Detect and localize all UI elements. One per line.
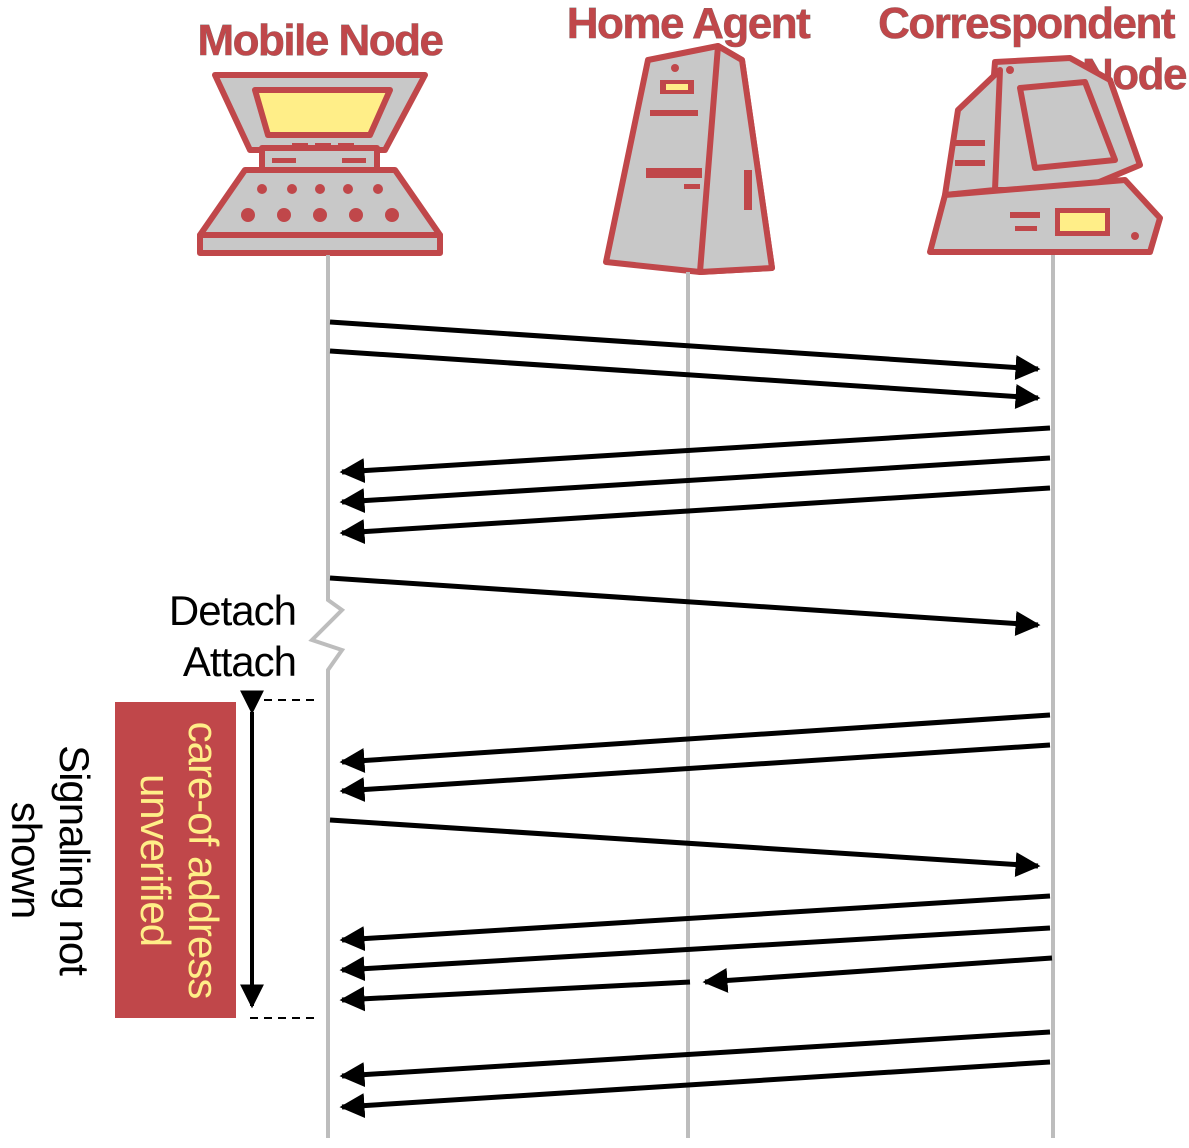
message-arrow-4: [339, 455, 1051, 514]
node-label-mobile-node: Mobile Node: [197, 16, 442, 65]
message-arrow-9: [329, 817, 1041, 878]
message-arrow-6: [329, 575, 1041, 636]
message-arrow-11: [339, 925, 1051, 982]
signaling-text-line2: shown: [3, 802, 50, 918]
node-label-home-agent: Home Agent: [567, 0, 811, 48]
message-arrow-3: [339, 425, 1051, 484]
message-arrow-1: [329, 319, 1041, 380]
lifeline-mobile-node: [308, 255, 346, 1138]
message-arrow-13: [339, 979, 691, 1012]
detach-label: Detach: [169, 587, 296, 634]
message-arrow-7: [339, 712, 1051, 773]
message-arrow-8: [339, 742, 1051, 803]
message-arrow-12: [702, 955, 1053, 993]
message-arrow-10: [339, 893, 1051, 952]
server-tower-icon: [603, 43, 775, 275]
unverified-text-line1: care-of address: [180, 722, 227, 999]
message-arrow-2: [329, 348, 1041, 409]
message-arrow-14: [339, 1029, 1051, 1088]
signaling-text-line1: Signaling not: [51, 745, 98, 976]
unverified-text-line2: unverified: [132, 774, 179, 946]
desktop-computer-icon: [927, 55, 1163, 255]
message-arrow-15: [339, 1059, 1051, 1119]
laptop-icon: [197, 72, 443, 256]
message-arrow-5: [339, 485, 1051, 545]
unverified-box: [115, 702, 236, 1018]
attach-label: Attach: [183, 638, 296, 685]
node-label-correspondent-line1: Correspondent: [878, 0, 1176, 48]
